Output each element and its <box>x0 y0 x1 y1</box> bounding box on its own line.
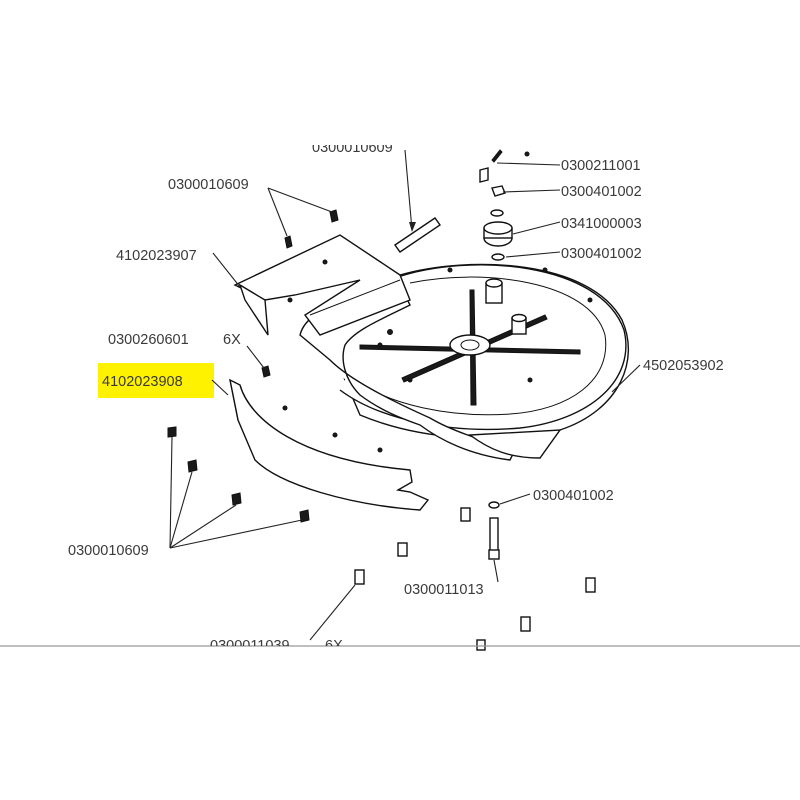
top-bracket <box>233 234 411 336</box>
label-0300010609-cut: 0300010609 <box>312 140 393 156</box>
mower-deck <box>299 263 630 461</box>
leader-lines <box>169 149 641 641</box>
label-highlight <box>98 363 214 398</box>
label-0300011013: 0300011013 <box>404 582 484 598</box>
label-0300401002-b: 0300401002 <box>561 246 642 262</box>
side-plate <box>229 378 430 511</box>
label-4102023908: 4102023908 <box>102 374 183 390</box>
label-0300010609-bottom: 0300010609 <box>68 543 149 559</box>
label-4102023907: 4102023907 <box>116 248 197 264</box>
label-0300011039: 0300011039 <box>210 638 290 654</box>
loose-bolts <box>167 209 596 651</box>
label-0300401002-a: 0300401002 <box>561 184 642 200</box>
label-0300260601: 0300260601 <box>108 332 189 348</box>
label-6x-b: 6X <box>325 638 343 654</box>
part-labels: 0300010609 0300211001 0300401002 0341000… <box>68 140 724 654</box>
label-6x-a: 6X <box>223 332 241 348</box>
label-0341000003: 0341000003 <box>561 216 642 232</box>
label-0300401002-c: 0300401002 <box>533 488 614 504</box>
spindle-stack <box>394 149 530 261</box>
label-0300010609-top: 0300010609 <box>168 177 249 193</box>
label-4502053902: 4502053902 <box>643 358 724 374</box>
label-0300211001: 0300211001 <box>561 158 641 174</box>
